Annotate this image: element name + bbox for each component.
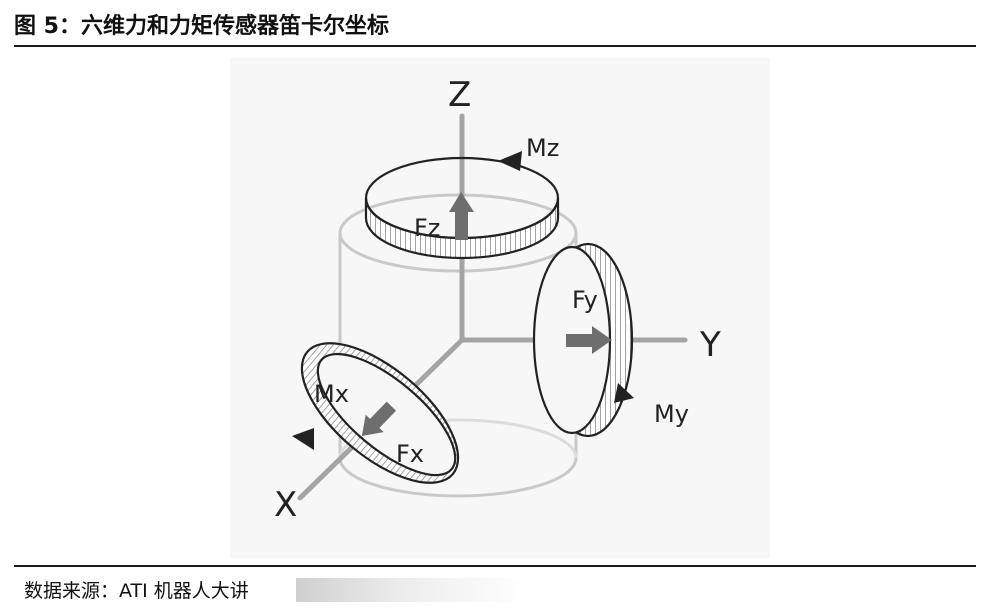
source-note: 数据来源：ATI 机器人大讲 (24, 580, 249, 602)
my-arrow (614, 383, 634, 403)
fx-label: Fx (396, 440, 424, 468)
blurred-watermark (296, 578, 526, 602)
title-rule (14, 45, 976, 47)
mx-arrow (292, 428, 314, 450)
mz-arrow (498, 151, 522, 171)
mz-label: Mz (526, 134, 559, 162)
figure-title: 图 5：六维力和力矩传感器笛卡尔坐标 (14, 14, 389, 39)
y-axis-label: Y (699, 325, 721, 365)
force-torque-diagram: Z Y X Mz Fz Fy My Mx Fx (230, 58, 770, 558)
fy-label: Fy (572, 286, 598, 314)
fx-arrow (361, 401, 397, 437)
my-label: My (654, 400, 689, 428)
z-axis-label: Z (448, 75, 471, 115)
fy-arrow (566, 326, 612, 354)
fz-label: Fz (414, 214, 440, 242)
source-rule (14, 565, 976, 567)
x-axis-label: X (274, 485, 297, 525)
coordinate-diagram-svg: Z Y X Mz Fz Fy My Mx Fx (274, 75, 721, 525)
mx-label: Mx (314, 380, 349, 408)
fz-arrow (449, 192, 474, 240)
